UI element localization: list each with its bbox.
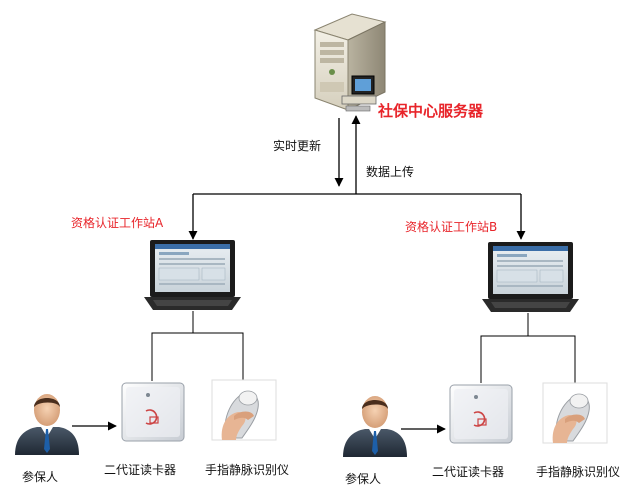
person-label-a: 参保人 — [22, 470, 59, 484]
down-link-label: 实时更新 — [273, 139, 322, 153]
card-reader-icon — [121, 382, 185, 442]
vein-reader-label-a: 手指静脉识别仪 — [205, 463, 290, 477]
laptop-icon — [144, 240, 241, 310]
station-a-label: 资格认证工作站A — [71, 216, 164, 230]
server-label: 社保中心服务器 — [378, 102, 484, 120]
finger-vein-reader-icon — [211, 379, 277, 441]
person-label-b: 参保人 — [345, 472, 382, 486]
card-reader-label-a: 二代证读卡器 — [104, 463, 177, 477]
finger-vein-reader-icon — [542, 382, 608, 444]
server-links — [188, 115, 526, 240]
laptop-icon — [482, 242, 579, 312]
station-b-label: 资格认证工作站B — [405, 220, 498, 234]
person-icon — [343, 396, 407, 457]
card-reader-label-b: 二代证读卡器 — [432, 465, 505, 479]
station-b-connectors — [480, 313, 576, 383]
station-a-connectors — [151, 311, 244, 381]
person-icon — [15, 394, 79, 455]
vein-reader-label-b: 手指静脉识别仪 — [536, 465, 621, 479]
server-icon — [313, 13, 387, 112]
card-reader-icon — [449, 384, 513, 444]
up-link-label: 数据上传 — [366, 165, 415, 179]
